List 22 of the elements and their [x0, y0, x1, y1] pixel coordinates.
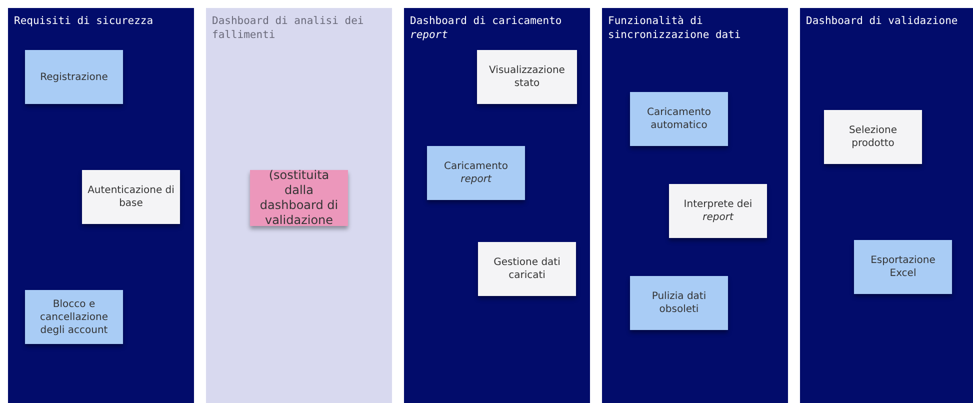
sticky-note: Registrazione: [25, 50, 123, 104]
sticky-note: Caricamento automatico: [630, 92, 728, 146]
column-heading: Dashboard di analisi dei fallimenti: [212, 14, 365, 42]
sticky-note: Gestione dati caricati: [478, 242, 576, 296]
sticky-note: Visualizzazione stato: [477, 50, 577, 104]
sticky-note: Interprete dei report: [669, 184, 767, 238]
column-heading: Requisiti di sicurezza: [14, 14, 154, 28]
sticky-note: Caricamento report: [427, 146, 525, 200]
column-panel: [602, 8, 788, 403]
column-heading: Dashboard di validazione: [806, 14, 959, 28]
sticky-note: Autenticazione di base: [82, 170, 180, 224]
sticky-note: Selezione prodotto: [824, 110, 922, 164]
sticky-note: (sostituita dalla dashboard di validazione: [250, 170, 348, 226]
column-panel: [8, 8, 194, 403]
sticky-note: Esportazione Excel: [854, 240, 952, 294]
sticky-note: Blocco e cancellazione degli account: [25, 290, 123, 344]
column-panel: [800, 8, 973, 403]
column-panel: [206, 8, 392, 403]
column-heading: Funzionalità di sincronizzazione dati: [608, 14, 742, 42]
column-heading: Dashboard di caricamento report: [410, 14, 563, 42]
sticky-note: Pulizia dati obsoleti: [630, 276, 728, 330]
column-panel: [404, 8, 590, 403]
